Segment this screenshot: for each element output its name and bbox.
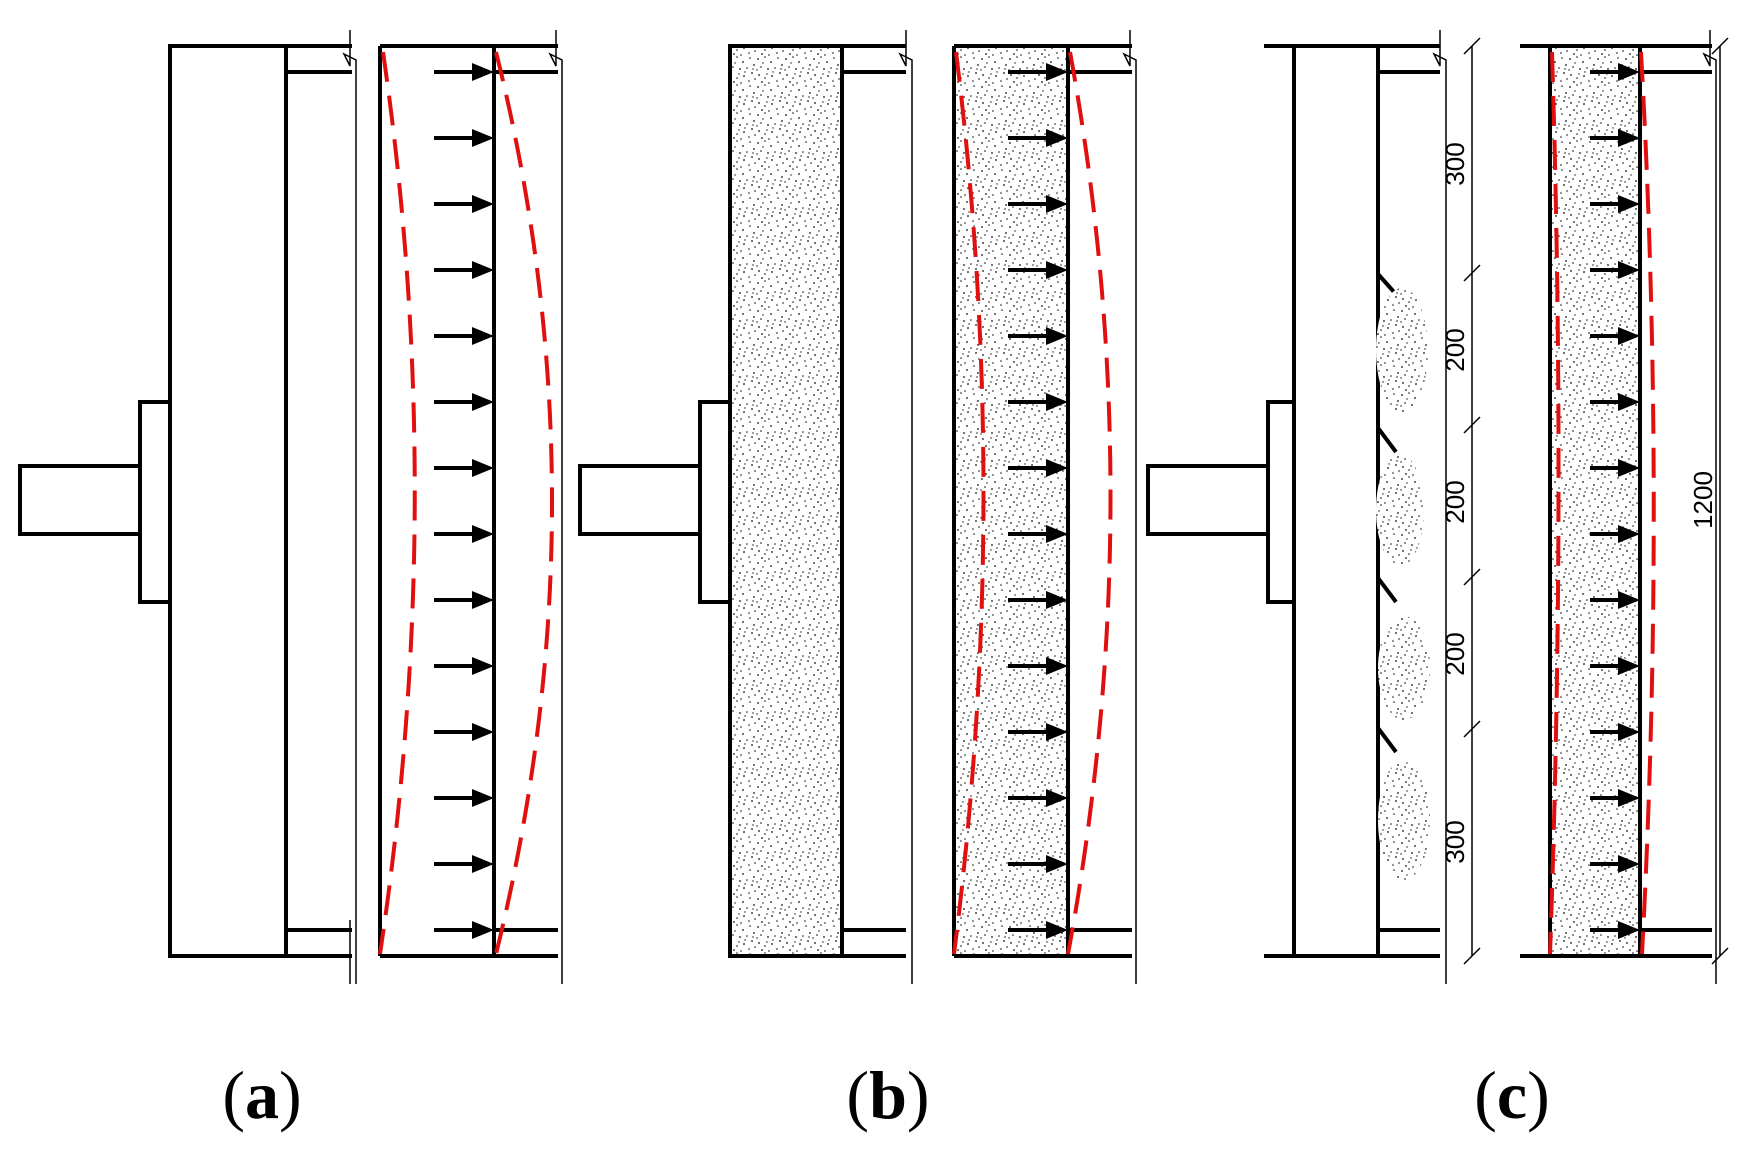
side-frame (378, 44, 558, 958)
pressure-arrowhead (1046, 789, 1068, 807)
pressure-arrowhead (1046, 459, 1068, 477)
panel-b-side-view (952, 30, 1137, 984)
deflection-curve-left (378, 51, 417, 955)
pressure-arrowhead (1618, 591, 1640, 609)
stippled-panel (728, 44, 844, 958)
pressure-arrowhead (1046, 261, 1068, 279)
break-line (898, 30, 913, 984)
side-frame (1520, 44, 1712, 958)
pressure-arrowhead (472, 129, 494, 147)
pressure-arrowhead (1618, 657, 1640, 675)
pressure-arrowhead (472, 261, 494, 279)
pressure-arrowhead (1618, 459, 1640, 477)
stippled-panel (1292, 44, 1380, 958)
pressure-arrows (1008, 63, 1068, 939)
total-dimension-label: 1200 (1688, 471, 1718, 529)
pressure-arrowhead (472, 591, 494, 609)
pressure-arrowhead (1618, 327, 1640, 345)
pressure-arrowhead (1618, 525, 1640, 543)
pressure-arrowhead (472, 921, 494, 939)
pressure-arrowhead (472, 789, 494, 807)
pressure-arrowhead (1618, 195, 1640, 213)
panel-c-front-view (1146, 30, 1447, 984)
panel-b-front-view (578, 30, 913, 984)
pressure-arrowhead (472, 657, 494, 675)
pressure-arrowhead (472, 393, 494, 411)
break-line (548, 30, 563, 984)
total-dimension-line: 1200 (1688, 37, 1729, 965)
load-actuator (1146, 464, 1270, 536)
caption-b: (b) (846, 1057, 929, 1133)
pressure-arrowhead (1618, 789, 1640, 807)
panel-a (18, 30, 563, 984)
pressure-arrowhead (1618, 129, 1640, 147)
panel-edge-ticks (1264, 44, 1294, 958)
break-line (1702, 30, 1717, 984)
caption-c: (c) (1474, 1057, 1550, 1133)
pressure-arrowhead (1046, 63, 1068, 81)
pressure-arrowhead (1046, 393, 1068, 411)
panel-b (578, 30, 1137, 984)
pressure-arrows (1590, 63, 1640, 939)
pressure-arrowhead (1618, 63, 1640, 81)
stippled-fill (1550, 46, 1640, 956)
deflection-curve-right (1066, 51, 1113, 955)
pressure-arrowhead (472, 327, 494, 345)
pressure-arrowhead (1618, 723, 1640, 741)
panel-a-front-view (18, 30, 357, 984)
pressure-arrowhead (1046, 591, 1068, 609)
segment-label-5: 300 (1440, 820, 1470, 863)
pressure-arrowhead (1618, 261, 1640, 279)
pressure-arrowhead (1046, 525, 1068, 543)
break-line (342, 30, 357, 984)
load-actuator (578, 464, 702, 536)
panel-c-side-view (1520, 30, 1717, 984)
pressure-arrowhead (1618, 393, 1640, 411)
segment-label-4: 200 (1440, 632, 1470, 675)
pressure-arrowhead (1046, 195, 1068, 213)
stippled-fill (954, 46, 1068, 956)
segment-label-2: 200 (1440, 328, 1470, 371)
pressure-arrowhead (1046, 327, 1068, 345)
segment-label-3: 200 (1440, 480, 1470, 523)
pressure-arrowhead (1618, 855, 1640, 873)
deflection-curve-left (952, 51, 986, 955)
pressure-arrows (434, 63, 494, 939)
pressure-arrowhead (1046, 723, 1068, 741)
pressure-arrowhead (1046, 657, 1068, 675)
deflection-curve-right (1639, 51, 1656, 955)
pressure-arrowhead (472, 723, 494, 741)
break-line (1122, 30, 1137, 984)
segment-label-1: 300 (1440, 142, 1470, 185)
pressure-arrowhead (472, 459, 494, 477)
side-frame (952, 44, 1132, 958)
pressure-arrowhead (1046, 855, 1068, 873)
loading-plate (1266, 400, 1296, 604)
panel-a-side-view (378, 30, 563, 984)
pressure-arrowhead (472, 855, 494, 873)
pressure-arrowhead (1046, 129, 1068, 147)
panel-c: 300 200 200 200 300 1200 (1146, 30, 1729, 984)
load-actuator (18, 464, 142, 536)
pressure-arrowhead (472, 525, 494, 543)
support-beams (842, 44, 906, 958)
spall-zones (1376, 288, 1430, 880)
loading-plate (138, 400, 172, 604)
deflection-curve-left (1548, 51, 1561, 955)
caption-a: (a) (222, 1057, 301, 1133)
panel-specimen (168, 44, 288, 958)
break-line (1432, 30, 1447, 984)
support-beams (1378, 44, 1440, 958)
pressure-arrowhead (1618, 921, 1640, 939)
pressure-arrowhead (1046, 921, 1068, 939)
deflection-curve-right (494, 51, 554, 955)
segment-dimension-line: 300 200 200 200 300 (1440, 37, 1481, 965)
support-beams (286, 44, 352, 958)
loading-plate (698, 400, 732, 604)
segmented-plates (1376, 46, 1398, 956)
pressure-arrowhead (472, 63, 494, 81)
pressure-arrowhead (472, 195, 494, 213)
